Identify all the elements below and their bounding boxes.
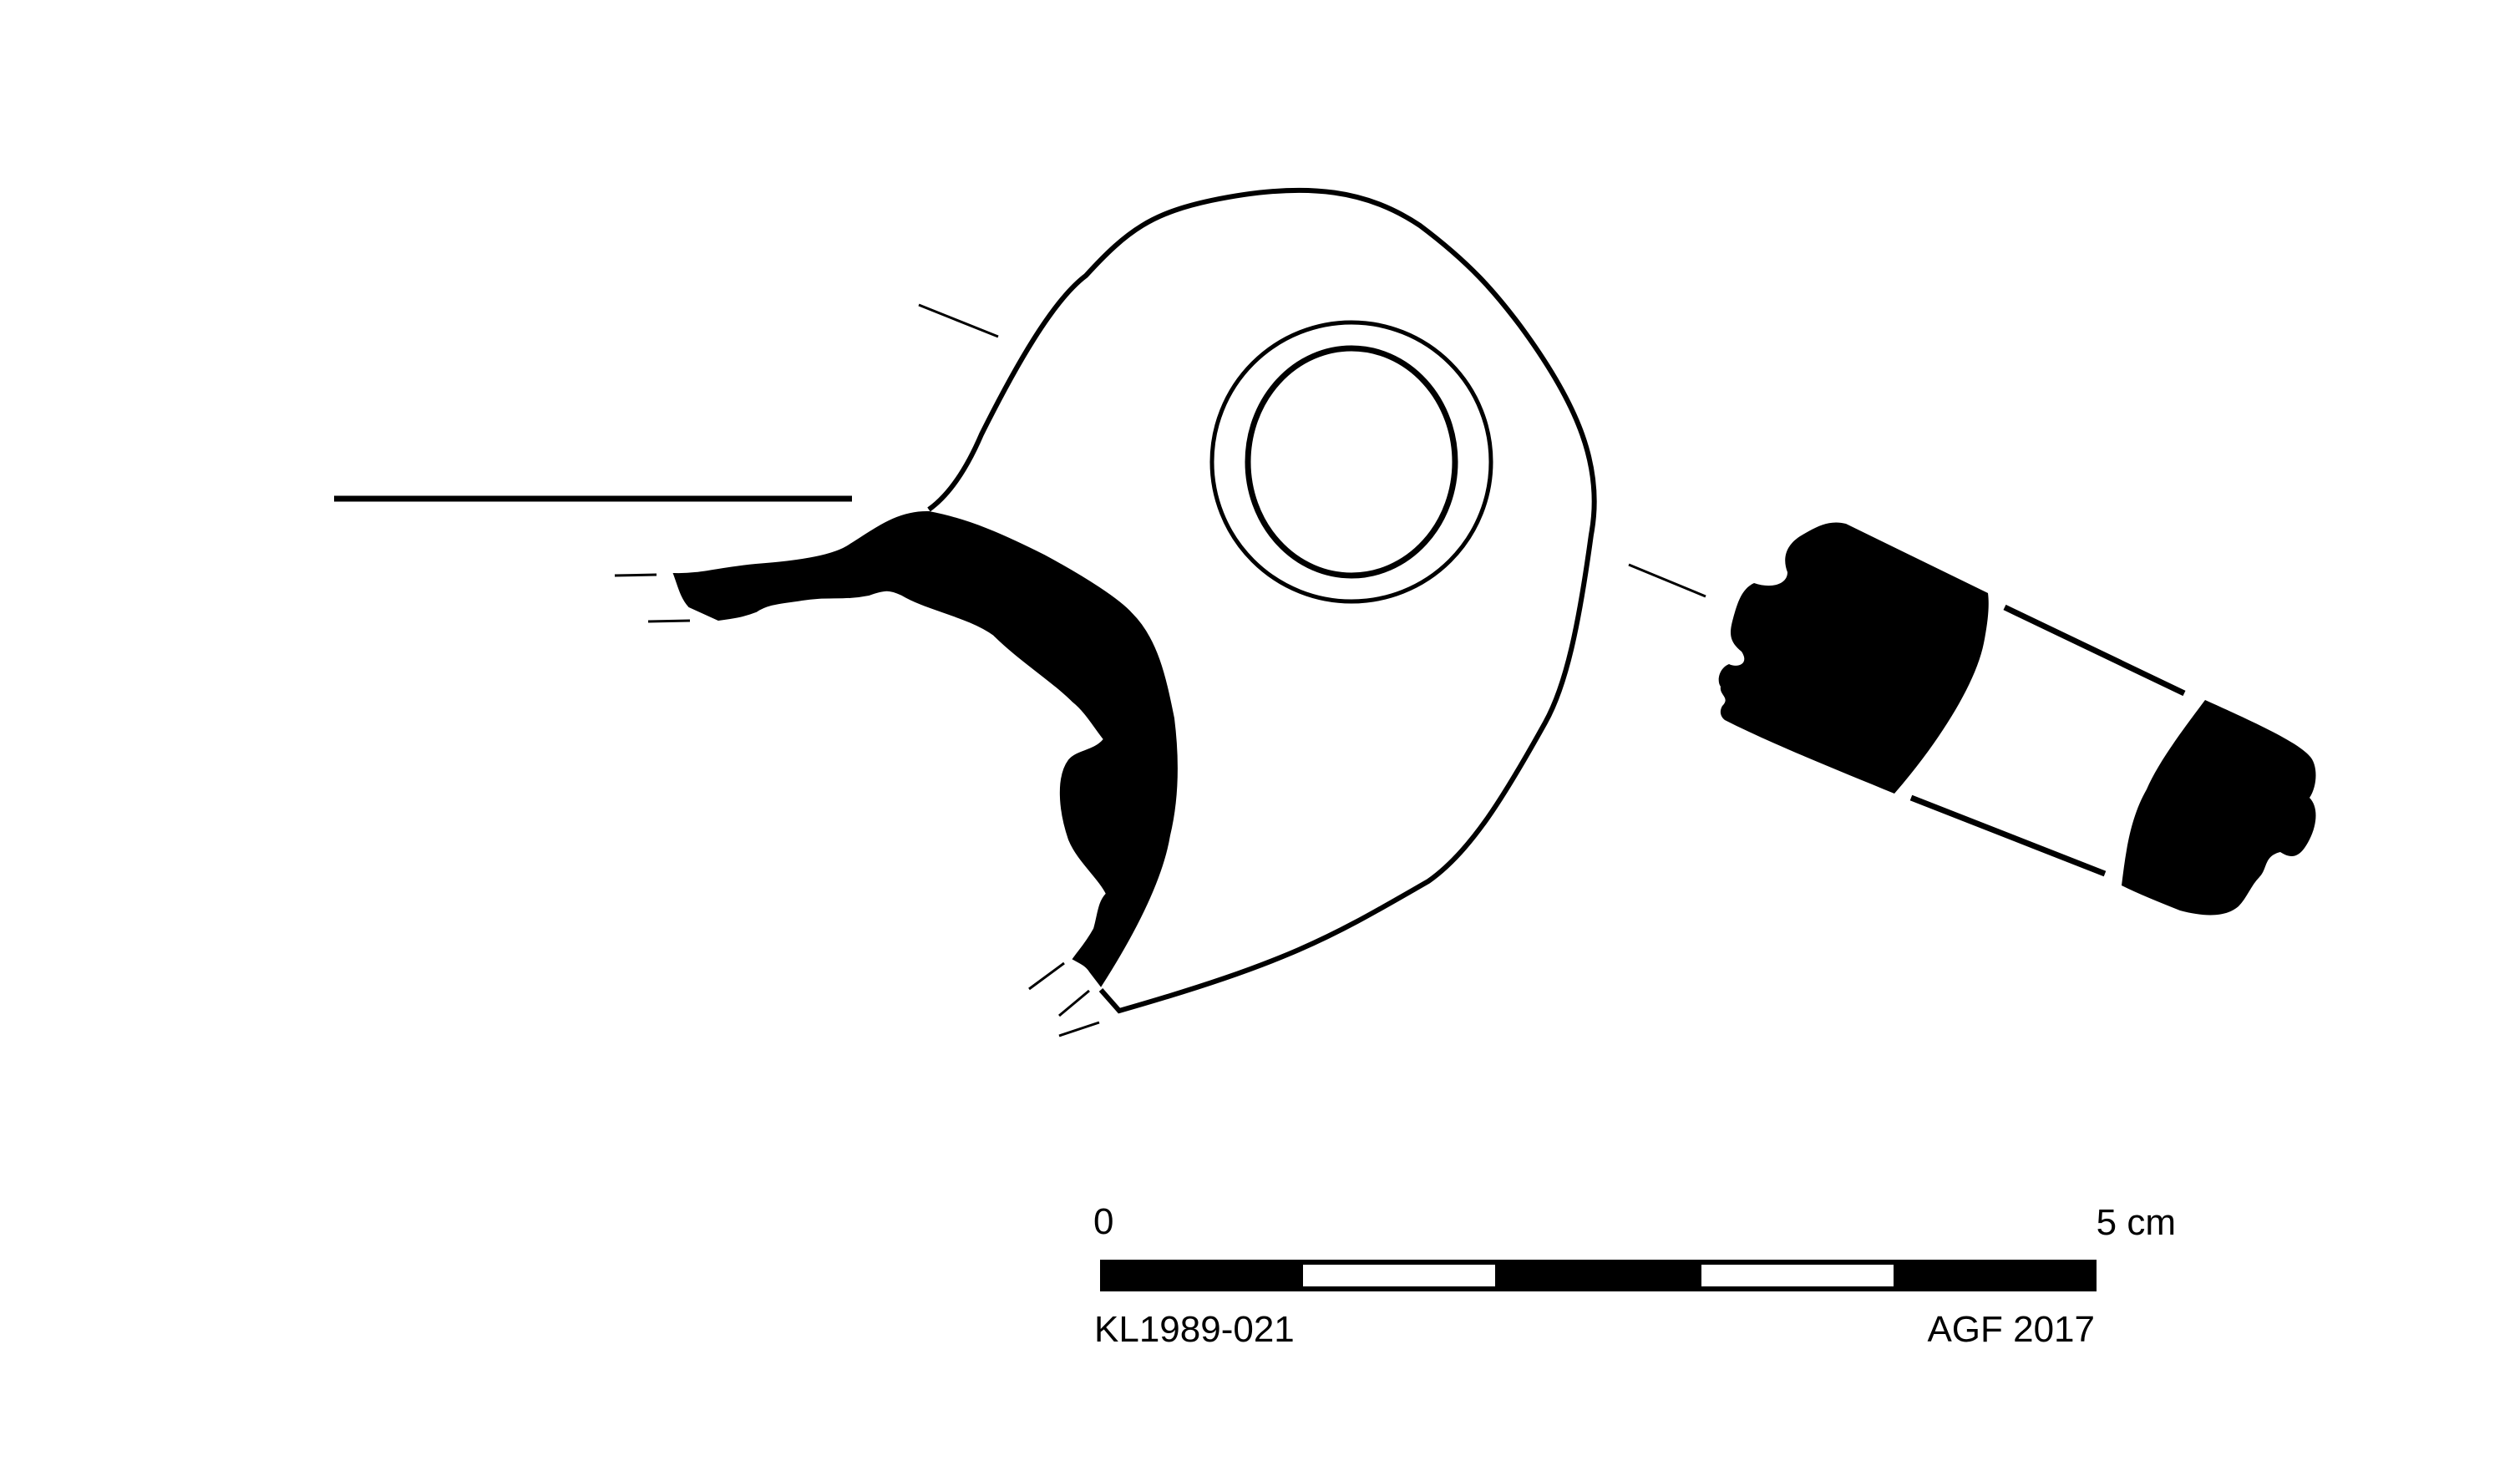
section-profile-right-left-piece — [1718, 522, 1989, 794]
tick-mark — [1058, 1021, 1100, 1037]
section-band-bottom-line — [1909, 794, 2107, 877]
scale-bar-segment — [1701, 1265, 1894, 1286]
fragment-outline — [927, 187, 1597, 1014]
catalogue-number: KL1989-021 — [1094, 1309, 1295, 1350]
boss-outer-ring — [1209, 320, 1493, 604]
scale-bar-frame — [1100, 1260, 2097, 1291]
tick-mark — [1628, 563, 1706, 598]
scale-bar-segment — [1303, 1265, 1495, 1286]
section-profile-left — [672, 510, 1178, 987]
scale-end-label: 5 cm — [2097, 1202, 2176, 1243]
tick-mark — [1058, 989, 1090, 1017]
credit-label: AGF 2017 — [1927, 1309, 2095, 1350]
tick-mark — [1028, 961, 1065, 991]
scale-start-label: 0 — [1093, 1201, 1113, 1242]
boss-inner-ring — [1245, 345, 1458, 579]
tick-mark — [614, 573, 657, 577]
section-band-top-line — [2003, 604, 2186, 697]
tick-mark — [918, 303, 999, 338]
scale-bar — [1100, 1260, 2097, 1291]
section-profile-right-right-piece — [2122, 700, 2316, 916]
